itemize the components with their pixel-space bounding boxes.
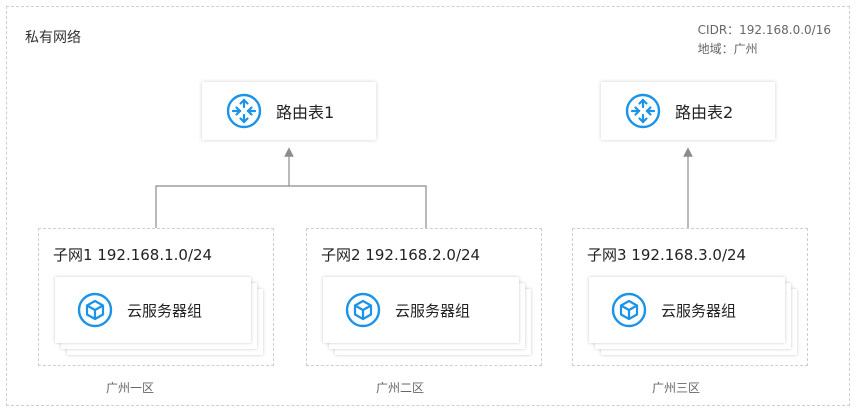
vpc-cidr: CIDR：192.168.0.0/16 [697,23,831,37]
subnet-2[interactable]: 子网2 192.168.2.0/24 云服务器组 [306,228,542,366]
connector-subnets-1-2 [155,185,427,228]
server-group-3[interactable]: 云服务器组 [589,277,797,357]
server-group-2-label: 云服务器组 [395,301,471,320]
subnet-3[interactable]: 子网3 192.168.3.0/24 云服务器组 [572,228,808,366]
router-icon [625,93,661,129]
server-group-1[interactable]: 云服务器组 [55,277,263,357]
vpc-title: 私有网络 [25,30,81,46]
server-group-1-label: 云服务器组 [127,301,203,320]
vpc-meta: CIDR：192.168.0.0/16 地域：广州 [698,21,831,59]
vpc-region: 地域：广州 [697,42,758,56]
subnet-1[interactable]: 子网1 192.168.1.0/24 云服务器组 [38,228,274,366]
route-table-1[interactable]: 路由表1 [202,82,376,140]
server-group-card: 云服务器组 [323,277,519,343]
subnet-1-title: 子网1 192.168.1.0/24 [53,246,213,264]
server-group-card: 云服务器组 [589,277,785,343]
subnet-2-title: 子网2 192.168.2.0/24 [321,246,481,264]
route-table-2[interactable]: 路由表2 [601,82,775,140]
cloud-server-icon [345,292,381,328]
zone-label-1: 广州一区 [106,381,155,395]
server-group-2[interactable]: 云服务器组 [323,277,531,357]
route-table-2-label: 路由表2 [675,103,734,122]
zone-label-2: 广州二区 [376,381,425,395]
zone-label-3: 广州三区 [652,381,701,395]
route-table-1-label: 路由表1 [276,103,335,122]
vpc-container: 私有网络 CIDR：192.168.0.0/16 地域：广州 [6,6,850,406]
subnet-3-title: 子网3 192.168.3.0/24 [587,246,747,264]
server-group-3-label: 云服务器组 [661,301,737,320]
cloud-server-icon [611,292,647,328]
server-group-card: 云服务器组 [55,277,251,343]
cloud-server-icon [77,292,113,328]
router-icon [226,93,262,129]
